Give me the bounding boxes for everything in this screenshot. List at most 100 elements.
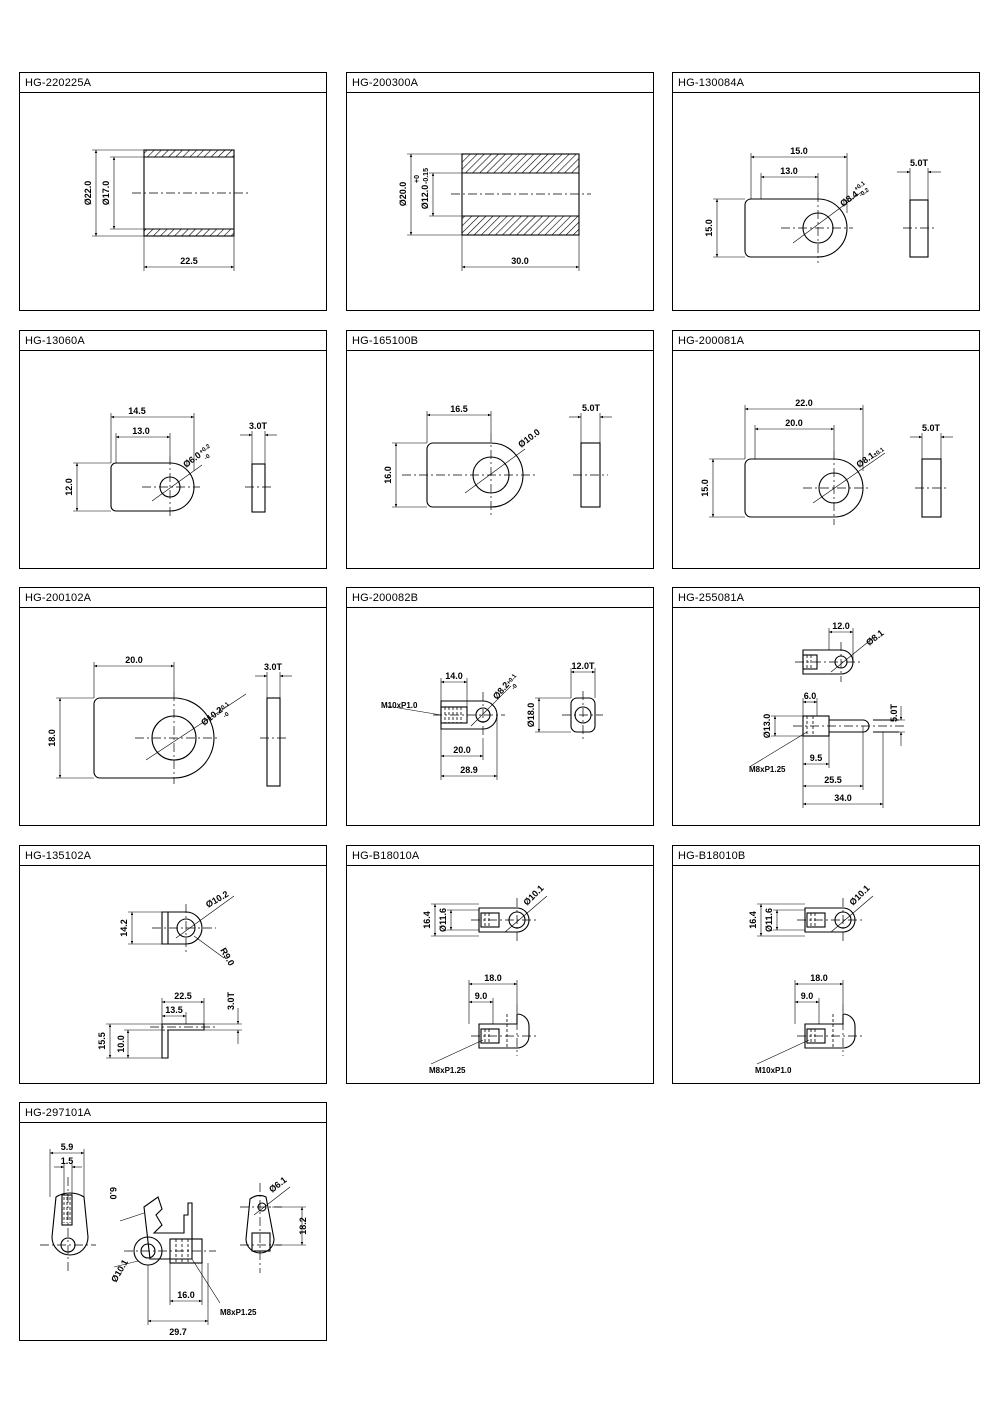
dim-text: 5.0T bbox=[889, 703, 899, 722]
dim-text: 16.0 bbox=[177, 1290, 195, 1300]
elbow-rod-end-drawing: Ø10.1 16.4 Ø11.6 18.0 9.0 M8xP1.25 bbox=[422, 883, 548, 1075]
dim-text: 18.0 bbox=[47, 729, 57, 747]
dim-text: M10xP1.0 bbox=[755, 1066, 792, 1075]
panel-title: HG-200300A bbox=[347, 73, 653, 93]
drawing-panel-hg-b18010b: HG-B18010B Ø10.1 16.4 Ø11.6 18.0 9.0 M10… bbox=[672, 845, 980, 1084]
dim-text: M8xP1.25 bbox=[749, 765, 786, 774]
angle-joint-drawing: 5.9 1.5 6.0 Ø6.1 18.2 Ø10.1 16.0 M8xP1.2… bbox=[40, 1142, 308, 1337]
panel-title: HG-297101A bbox=[20, 1103, 326, 1123]
dim-tol-upper: +0.1 bbox=[506, 673, 519, 686]
dim-text: 16.0 bbox=[383, 466, 393, 484]
dim-tol-lower: -0 bbox=[511, 683, 519, 691]
drawing-panel-hg-255081a: HG-255081A 12.0 Ø8.1 bbox=[672, 587, 980, 826]
dim-text: 9.0 bbox=[475, 991, 488, 1001]
dim-text: Ø18.0 bbox=[526, 703, 536, 728]
dim-text: M8xP1.25 bbox=[220, 1308, 257, 1317]
dim-text: Ø20.0 bbox=[398, 182, 408, 207]
rod-end-drawing: 12.0 Ø8.1 6.0 5.0T Ø13.0 M8xP1.25 9.5 25… bbox=[749, 621, 907, 808]
dim-text: 18.2 bbox=[298, 1217, 308, 1235]
dim-text: 12.0 bbox=[832, 621, 850, 631]
panel-title: HG-220225A bbox=[20, 73, 326, 93]
dim-text: 30.0 bbox=[511, 256, 529, 266]
terminal-lug-drawing: 14.5 13.0 12.0 Ø6.0 +0.2 -0 3.0T bbox=[64, 406, 277, 517]
dim-tol: ±0.1 bbox=[873, 447, 887, 459]
rod-end-drawing: M10xP1.0 14.0 Ø8.2 +0.1 -0 20.0 28.9 12.… bbox=[381, 661, 603, 780]
drawing-panel-hg-135102a: HG-135102A Ø10.2 14.2 R9.0 22.5 13.5 3.0… bbox=[19, 845, 327, 1084]
panel-title: HG-255081A bbox=[673, 588, 979, 608]
terminal-lug-drawing: 22.0 20.0 15.0 Ø8.1 ±0.1 5.0T bbox=[700, 398, 953, 525]
dim-text: Ø10.1 bbox=[109, 1258, 130, 1284]
dim-text: 20.0 bbox=[125, 655, 143, 665]
drawing-panel-hg-200300a: HG-200300A Ø20.0 Ø12.0 +0 -0.15 30.0 bbox=[346, 72, 654, 311]
dim-text: 22.5 bbox=[174, 991, 192, 1001]
dim-text: 12.0 bbox=[64, 478, 74, 496]
drawing-panel-hg-200102a: HG-200102A 20.0 18.0 Ø10.2 +0.1 -0 3.0T bbox=[19, 587, 327, 826]
terminal-lug-drawing: 15.0 13.0 15.0 Ø8.4 +0.1 -0.2 5.0T bbox=[704, 146, 941, 263]
dim-text: 15.0 bbox=[700, 479, 710, 497]
dim-text: Ø10.0 bbox=[516, 427, 542, 450]
dim-text: Ø6.1 bbox=[267, 1175, 289, 1195]
dim-text: Ø11.6 bbox=[438, 908, 448, 932]
dim-text: Ø17.0 bbox=[101, 181, 111, 206]
dim-text: 5.0T bbox=[910, 158, 929, 168]
terminal-lug-drawing: 16.5 16.0 Ø10.0 5.0T bbox=[383, 403, 612, 517]
dim-text: R9.0 bbox=[218, 946, 236, 967]
dim-text: 14.0 bbox=[445, 671, 463, 681]
dim-text: 6.0 bbox=[108, 1187, 118, 1200]
dim-tol-lower: -0.15 bbox=[423, 168, 430, 184]
dim-text: 3.0T bbox=[264, 662, 283, 672]
panel-title: HG-165100B bbox=[347, 331, 653, 351]
dim-text: Ø11.6 bbox=[764, 908, 774, 932]
panel-title: HG-B18010A bbox=[347, 846, 653, 866]
dim-tol-lower: -0 bbox=[223, 711, 231, 719]
bracket-drawing: Ø10.2 14.2 R9.0 22.5 13.5 3.0T 15.5 10.0 bbox=[97, 889, 242, 1059]
panel-title: HG-13060A bbox=[20, 331, 326, 351]
panel-title: HG-200081A bbox=[673, 331, 979, 351]
dim-text: 13.5 bbox=[165, 1005, 183, 1015]
dim-text: 14.5 bbox=[128, 406, 146, 416]
bushing-drawing: Ø20.0 Ø12.0 +0 -0.15 30.0 bbox=[398, 153, 591, 271]
dim-text: 10.0 bbox=[116, 1035, 126, 1053]
dim-text: 28.9 bbox=[460, 765, 478, 775]
dim-text: Ø8.1 bbox=[864, 628, 886, 648]
drawing-panel-hg-200081a: HG-200081A 22.0 20.0 15.0 Ø8.1 ±0.1 5.0T bbox=[672, 330, 980, 569]
dim-text: 1.5 bbox=[61, 1156, 74, 1166]
dim-text: 16.4 bbox=[422, 911, 432, 929]
drawing-panel-hg-297101a: HG-297101A bbox=[19, 1102, 327, 1341]
drawing-panel-hg-200082b: HG-200082B M10xP1.0 14.0 Ø8.2 +0.1 -0 20… bbox=[346, 587, 654, 826]
dim-text: 22.0 bbox=[795, 398, 813, 408]
dim-text: 13.0 bbox=[132, 426, 150, 436]
dim-text: 12.0T bbox=[571, 661, 595, 671]
dim-text: 34.0 bbox=[834, 793, 852, 803]
dim-text: M10xP1.0 bbox=[381, 701, 418, 710]
panel-title: HG-130084A bbox=[673, 73, 979, 93]
bushing-drawing: Ø22.0 Ø17.0 22.5 bbox=[83, 149, 248, 271]
dim-text: M8xP1.25 bbox=[429, 1066, 466, 1075]
dim-text: 25.5 bbox=[824, 775, 842, 785]
dim-text: 16.5 bbox=[450, 404, 468, 414]
dim-tol-lower: -0 bbox=[204, 453, 212, 461]
drawing-panel-hg-b18010a: HG-B18010A Ø10.1 16.4 Ø11.6 18.0 9.0 M8x… bbox=[346, 845, 654, 1084]
dim-text: 18.0 bbox=[484, 973, 502, 983]
dim-text: Ø10.1 bbox=[847, 883, 871, 907]
dim-text: Ø10.2 bbox=[204, 889, 230, 910]
dim-text: 15.5 bbox=[97, 1032, 107, 1050]
panel-title: HG-200102A bbox=[20, 588, 326, 608]
dim-text: Ø22.0 bbox=[83, 181, 93, 206]
dim-text: 15.0 bbox=[790, 146, 808, 156]
dim-text: Ø13.0 bbox=[762, 714, 772, 739]
dim-text: 9.0 bbox=[801, 991, 814, 1001]
elbow-rod-end-drawing: Ø10.1 16.4 Ø11.6 18.0 9.0 M10xP1.0 bbox=[748, 883, 874, 1075]
dim-text: 3.0T bbox=[226, 991, 236, 1010]
drawing-panel-hg-130084a: HG-130084A 15.0 13.0 15.0 Ø8.4 +0.1 -0.2… bbox=[672, 72, 980, 311]
dim-text: 6.0 bbox=[804, 691, 817, 701]
drawing-panel-hg-220225a: HG-220225A Ø22.0 Ø17.0 22.5 bbox=[19, 72, 327, 311]
dim-text: 5.0T bbox=[582, 403, 601, 413]
dim-text: Ø12.0 bbox=[420, 185, 430, 210]
dim-text: 5.9 bbox=[61, 1142, 74, 1152]
dim-text: 9.5 bbox=[810, 753, 823, 763]
drawing-panel-hg-13060a: HG-13060A 14.5 13.0 12.0 Ø6.0 +0.2 -0 3.… bbox=[19, 330, 327, 569]
dim-text: Ø10.1 bbox=[521, 883, 545, 907]
dim-text: 20.0 bbox=[785, 418, 803, 428]
dim-text: 18.0 bbox=[810, 973, 828, 983]
